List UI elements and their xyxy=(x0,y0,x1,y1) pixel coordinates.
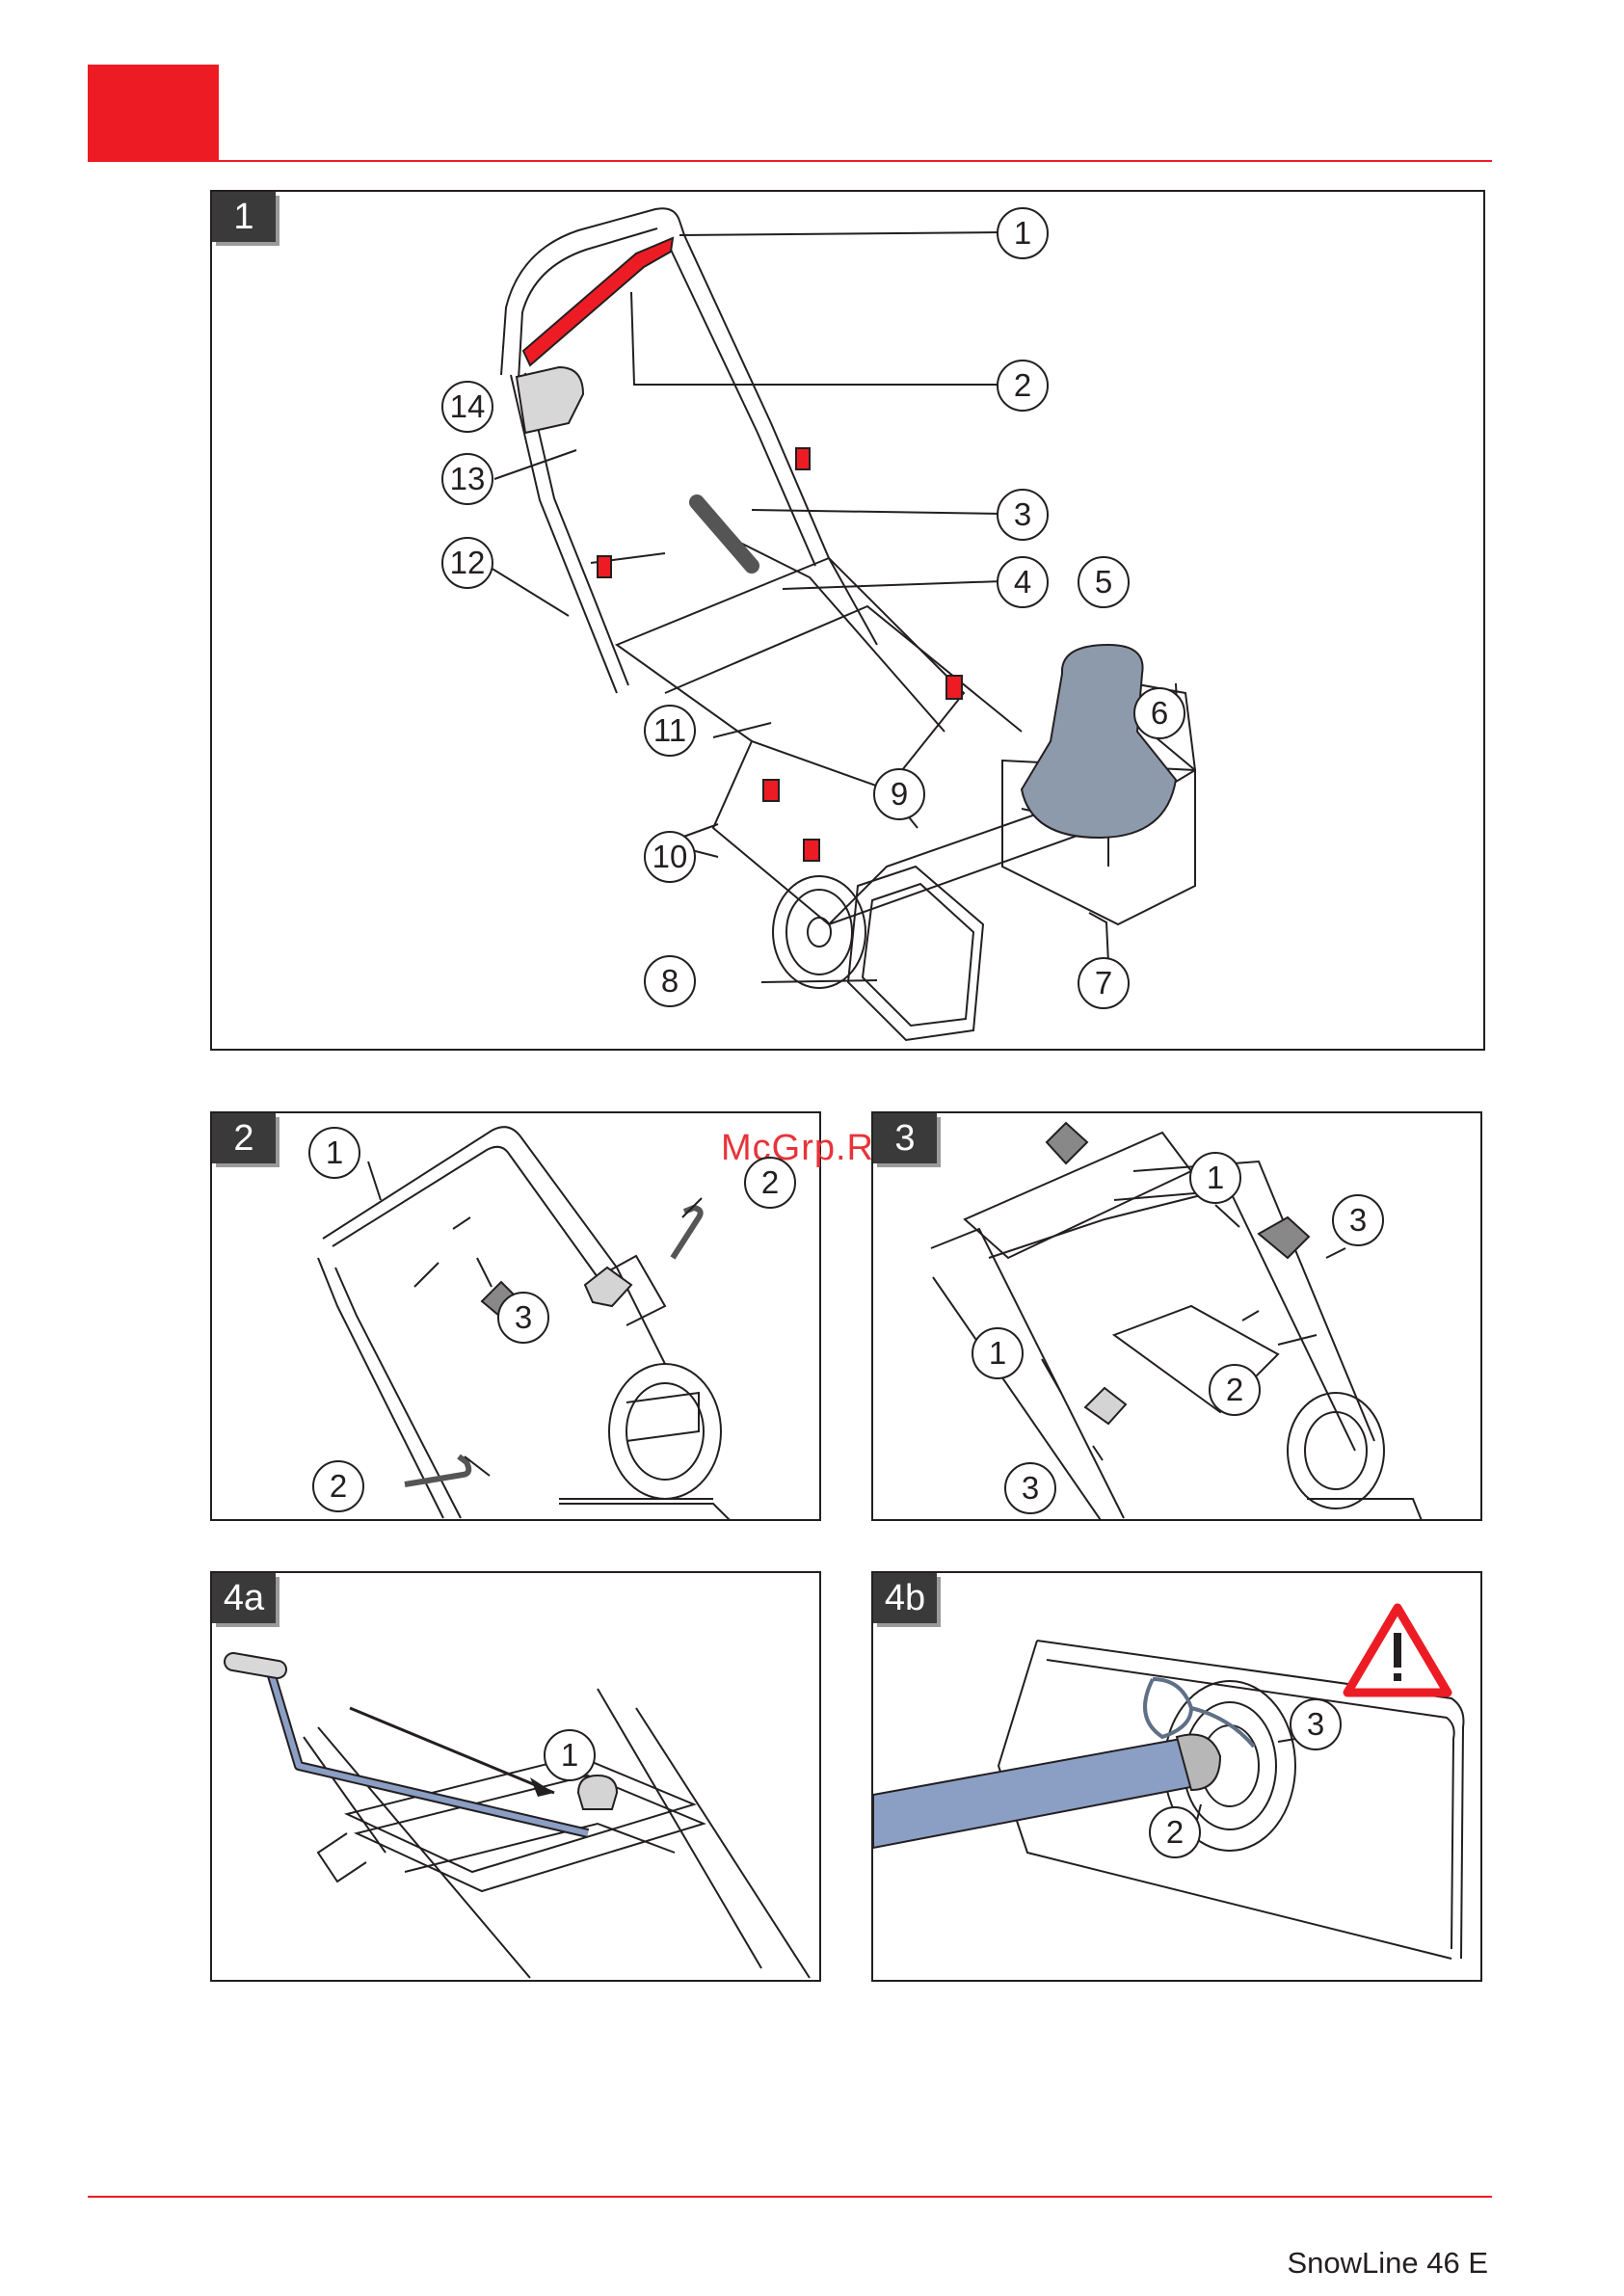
figure-1-panel: 1 xyxy=(210,190,1485,1051)
figure-2-panel: 2 1 2 2 3 xyxy=(210,1111,821,1521)
figure-4b-label: 4b xyxy=(873,1573,937,1623)
header-rule xyxy=(219,160,1492,162)
callout-3: 3 xyxy=(1332,1194,1384,1246)
watermark: McGrp.Ru xyxy=(721,1128,895,1169)
callout-12: 12 xyxy=(441,537,493,589)
callout-1: 1 xyxy=(997,207,1049,259)
callout-1: 1 xyxy=(1189,1152,1241,1204)
callout-13: 13 xyxy=(441,453,493,505)
figure-3-label: 3 xyxy=(873,1113,937,1163)
lower-handle-mounting-illustration xyxy=(873,1113,1482,1521)
callout-3: 3 xyxy=(997,489,1049,541)
figure-1-label: 1 xyxy=(212,192,276,242)
callout-11: 11 xyxy=(644,705,696,757)
warning-triangle-icon xyxy=(1342,1602,1453,1698)
callout-7: 7 xyxy=(1078,957,1130,1009)
snowblower-overview-illustration xyxy=(212,192,1485,1051)
callout-2: 2 xyxy=(312,1460,364,1512)
figure-2-label: 2 xyxy=(212,1113,276,1163)
callout-9: 9 xyxy=(873,768,925,820)
callout-1: 1 xyxy=(972,1327,1024,1379)
callout-5: 5 xyxy=(1078,556,1130,608)
callout-3: 3 xyxy=(497,1292,549,1344)
callout-2: 2 xyxy=(1149,1806,1201,1858)
callout-3: 3 xyxy=(1290,1698,1342,1750)
callout-6: 6 xyxy=(1133,687,1185,739)
callout-14: 14 xyxy=(441,381,493,433)
callout-10: 10 xyxy=(644,831,696,883)
callout-8: 8 xyxy=(644,955,696,1007)
crank-insertion-illustration xyxy=(212,1573,821,1982)
figure-4b-panel: 4b 3 2 xyxy=(871,1571,1482,1982)
figure-4a-panel: 4a 1 xyxy=(210,1571,821,1982)
footer-rule xyxy=(88,2196,1492,2198)
callout-4: 4 xyxy=(997,556,1049,608)
callout-2: 2 xyxy=(997,360,1049,412)
callout-1: 1 xyxy=(308,1127,360,1179)
section-color-block xyxy=(88,65,219,162)
callout-2: 2 xyxy=(744,1157,796,1209)
callout-1: 1 xyxy=(544,1729,596,1781)
figure-3-panel: 3 1 1 2 3 3 xyxy=(871,1111,1482,1521)
callout-2: 2 xyxy=(1209,1364,1261,1416)
footer-model-name: SnowLine 46 E xyxy=(1287,2246,1488,2281)
callout-3: 3 xyxy=(1004,1462,1056,1514)
figure-4a-label: 4a xyxy=(212,1573,276,1623)
